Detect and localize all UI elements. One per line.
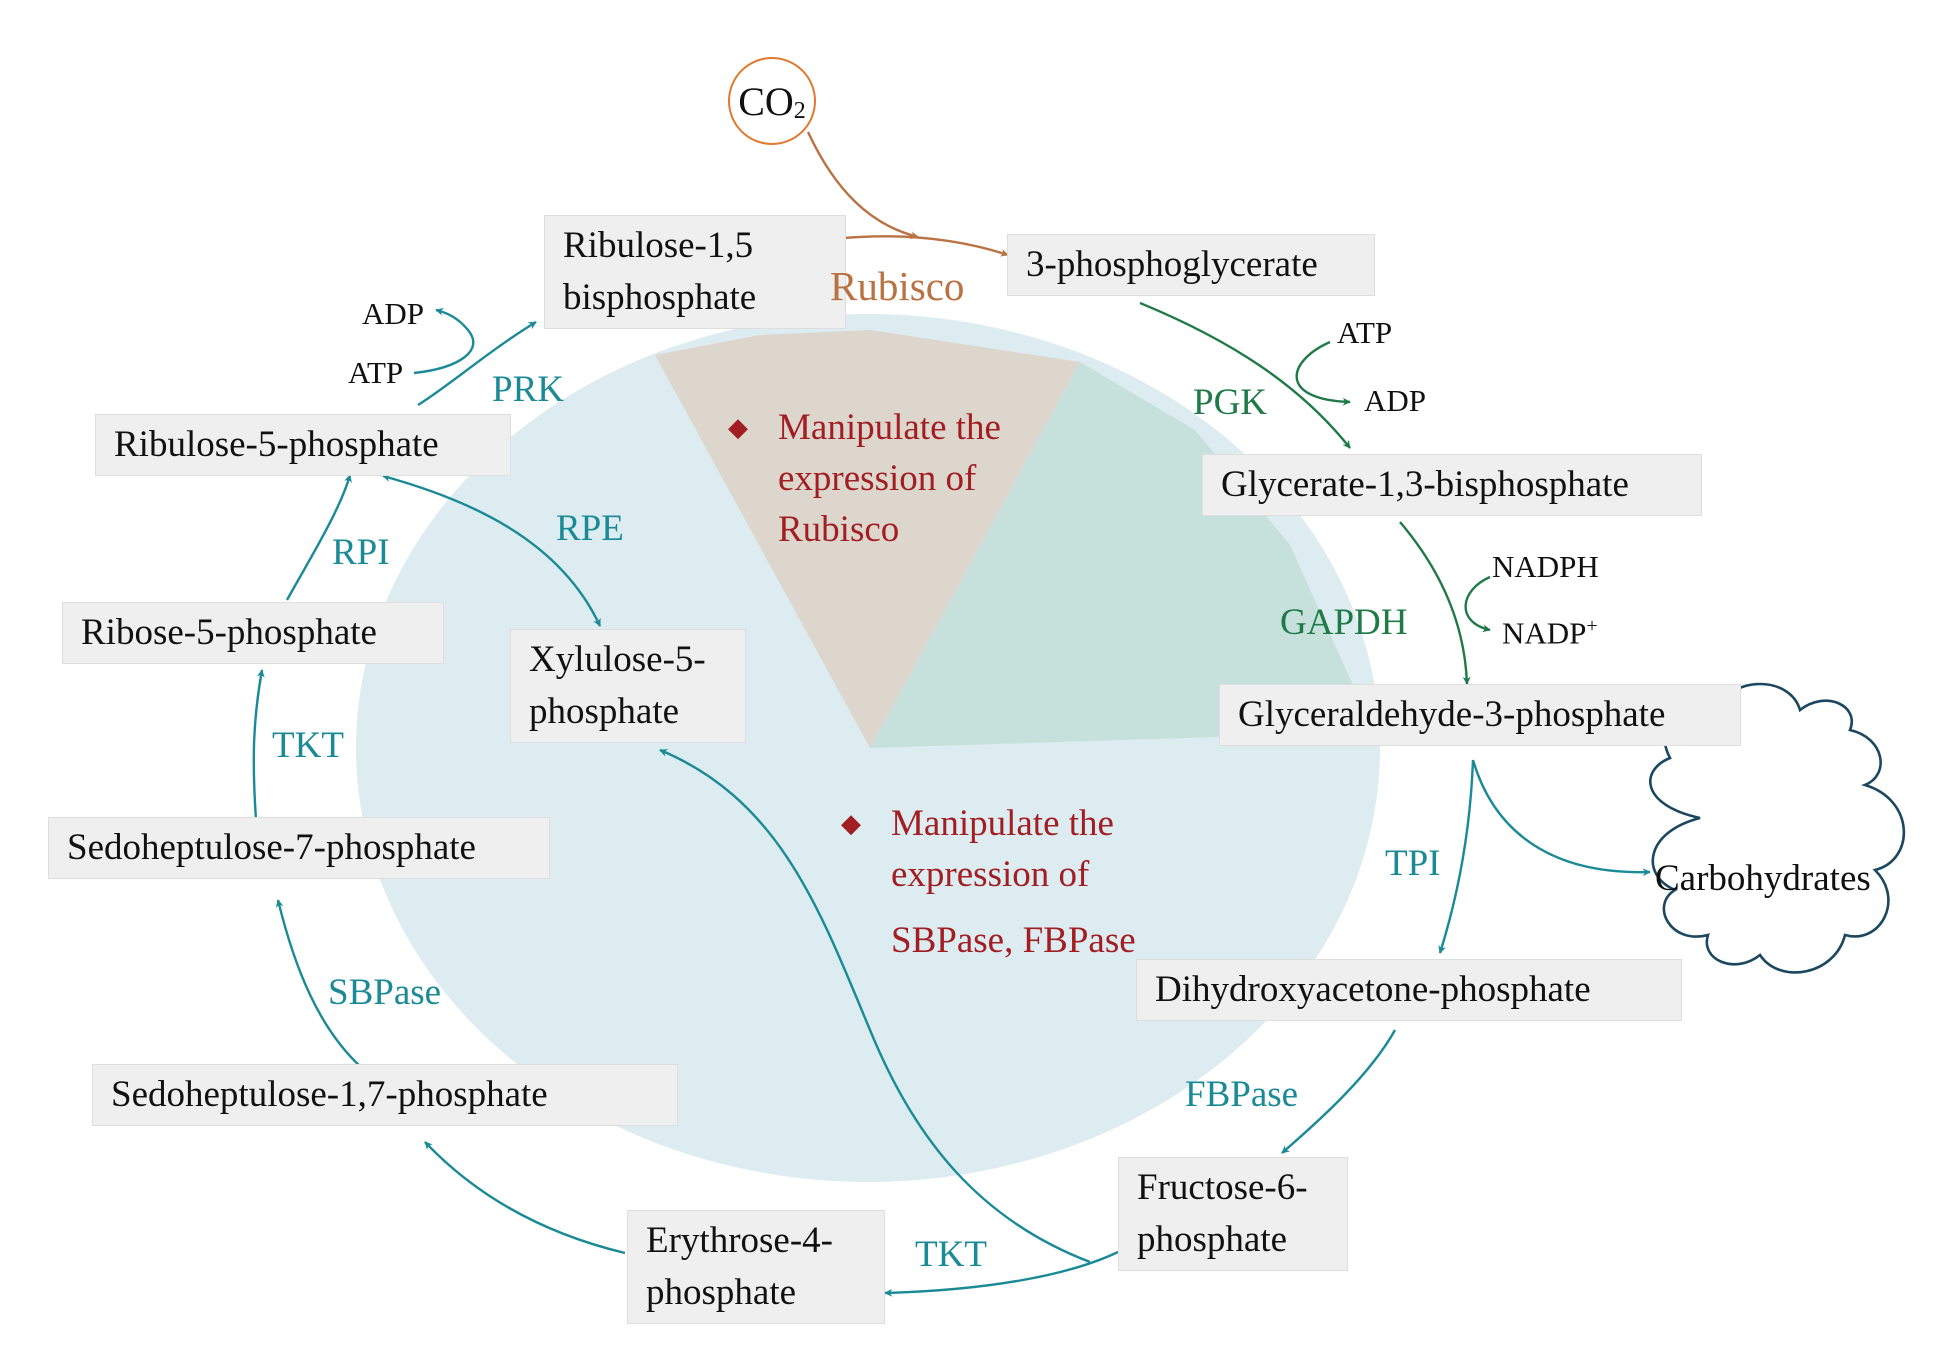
cofactor-gapdh-nadp: NADP+ bbox=[1502, 615, 1598, 651]
ribose-5-phosphate-box: Ribose-5-phosphate bbox=[62, 602, 444, 664]
enzyme-gapdh: GAPDH bbox=[1280, 602, 1408, 643]
tkt-f6p-e4p-arrow bbox=[884, 1250, 1119, 1297]
tkt-f6p-x5p-arrow bbox=[659, 748, 1091, 1264]
cofactor-prk-adp: ADP bbox=[362, 296, 425, 331]
ribulose-5-phosphate-box: Ribulose-5-phosphate bbox=[95, 414, 511, 476]
cofactor-gapdh-nadph: NADPH bbox=[1492, 549, 1599, 584]
tpi-arrow bbox=[1438, 759, 1475, 954]
sbpase-arrow bbox=[275, 899, 363, 1069]
note-sbpase-fbpase: ◆ Manipulate the expression of SBPase, F… bbox=[841, 798, 1136, 966]
prk-atp-adp-arrow bbox=[413, 307, 475, 375]
dihydroxyacetone-phosphate-box: Dihydroxyacetone-phosphate bbox=[1136, 959, 1682, 1021]
cofactor-pgk-atp: ATP bbox=[1337, 315, 1393, 350]
3-phosphoglycerate-box: 3-phosphoglycerate bbox=[1007, 234, 1375, 296]
tkt-s7p-r5p-arrow bbox=[252, 669, 265, 821]
gapdh-nadph-arrow bbox=[1464, 575, 1491, 633]
e4p-sbp-arrow bbox=[424, 1141, 626, 1255]
enzyme-fbpase: FBPase bbox=[1185, 1074, 1299, 1115]
note-rubisco-bullet: ◆ bbox=[728, 413, 748, 442]
carbohydrate-arrow bbox=[1471, 759, 1651, 877]
note-sbpase-bullet: ◆ bbox=[841, 809, 861, 838]
erythrose-4-phosphate-box: Erythrose-4- phosphate bbox=[627, 1210, 885, 1324]
note-rubisco: ◆ Manipulate the expression of Rubisco bbox=[728, 402, 1001, 555]
rpi-arrow bbox=[285, 474, 352, 601]
rpe-arrow bbox=[382, 474, 602, 627]
enzyme-sbpase: SBPase bbox=[328, 972, 442, 1013]
cofactor-prk-atp: ATP bbox=[348, 355, 404, 390]
carbohydrates-label: Carbohydrates bbox=[1655, 858, 1871, 899]
sedoheptulose-1-7-phosphate-box: Sedoheptulose-1,7-phosphate bbox=[92, 1064, 678, 1126]
enzyme-rpe: RPE bbox=[556, 508, 624, 549]
enzyme-tpi: TPI bbox=[1385, 843, 1441, 884]
glyceraldehyde-3-phosphate-box: Glyceraldehyde-3-phosphate bbox=[1219, 684, 1741, 746]
enzyme-prk: PRK bbox=[492, 369, 564, 410]
gapdh-arrow bbox=[1399, 521, 1471, 685]
cofactor-pgk-adp: ADP bbox=[1364, 383, 1427, 418]
sedoheptulose-7-phosphate-box: Sedoheptulose-7-phosphate bbox=[48, 817, 550, 879]
enzyme-rpi: RPI bbox=[332, 532, 390, 573]
enzyme-pgk: PGK bbox=[1193, 382, 1268, 423]
enzyme-rubisco: Rubisco bbox=[830, 263, 965, 309]
prk-arrow bbox=[417, 320, 537, 407]
rubisco-sector bbox=[655, 330, 1080, 748]
enzyme-tkt-left: TKT bbox=[272, 725, 344, 766]
green-sector bbox=[870, 362, 1374, 748]
xylulose-5-phosphate-box: Xylulose-5- phosphate bbox=[510, 629, 746, 743]
pgk-arrow bbox=[1139, 301, 1351, 449]
enzyme-tkt-bottom: TKT bbox=[915, 1234, 987, 1275]
ribulose-1-5-bisphosphate-box: Ribulose-1,5 bisphosphate bbox=[544, 215, 846, 329]
glycerate-1-3-bisphosphate-box: Glycerate-1,3-bisphosphate bbox=[1202, 454, 1702, 516]
pgk-atp-adp-arrow bbox=[1295, 340, 1351, 406]
fbpase-arrow bbox=[1281, 1029, 1397, 1154]
co2-arrow bbox=[806, 131, 919, 240]
fructose-6-phosphate-box: Fructose-6- phosphate bbox=[1118, 1157, 1348, 1271]
